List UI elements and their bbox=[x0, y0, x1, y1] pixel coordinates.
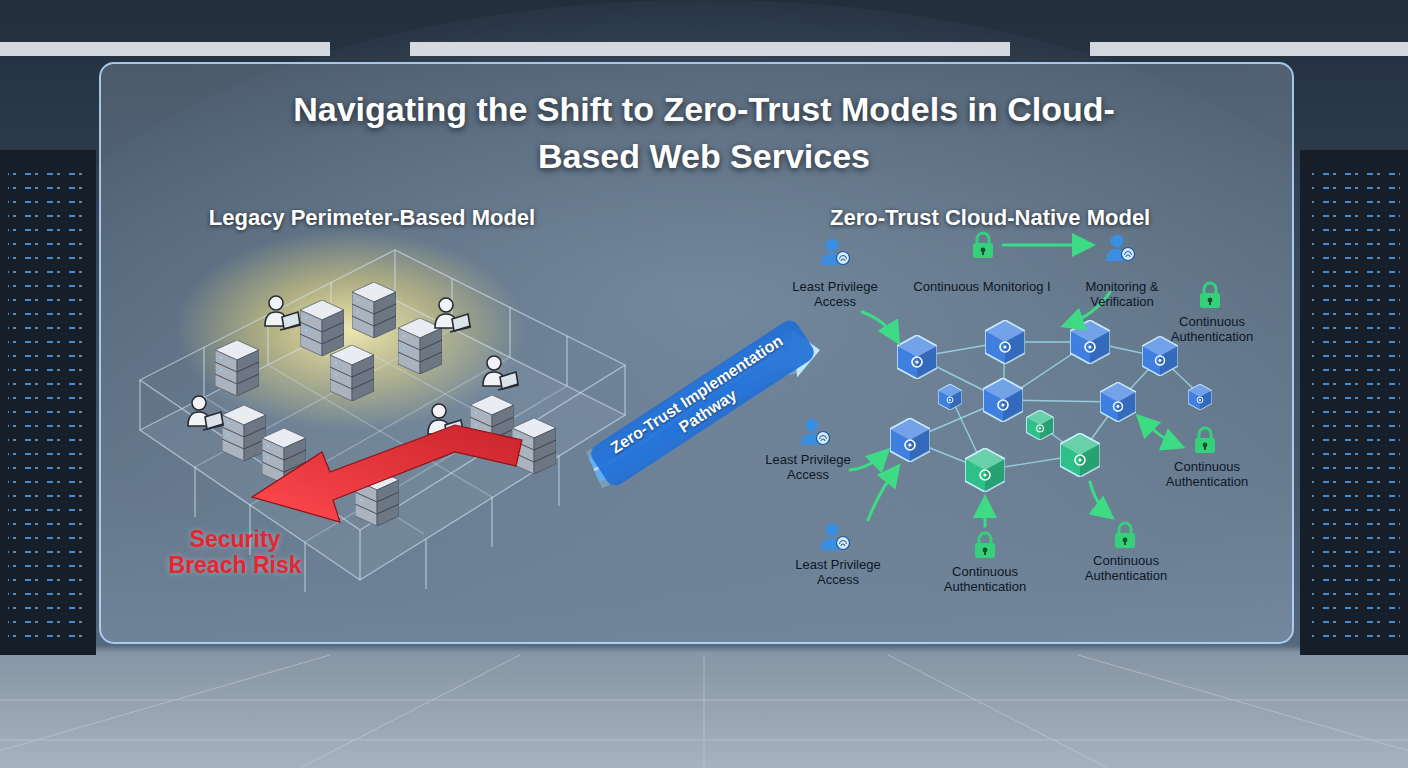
control-label: Least Privilege Access bbox=[753, 452, 863, 482]
control-label: Least Privilege Access bbox=[780, 279, 890, 309]
diagram-title: Navigating the Shift to Zero-Trust Model… bbox=[279, 86, 1129, 180]
control-label: Continuous Monitoriog I bbox=[912, 279, 1052, 294]
network-nodes bbox=[890, 320, 1212, 492]
room-light bbox=[4, 0, 1404, 660]
perimeter-fence bbox=[140, 250, 625, 592]
control-label: Least Privilege Access bbox=[783, 557, 893, 587]
model-heading: Zero-Trust Cloud-Native Model bbox=[830, 204, 1274, 232]
floor-grid bbox=[0, 655, 1408, 768]
users-with-laptops bbox=[188, 296, 519, 438]
control-label: Continuous Authentication bbox=[915, 564, 1055, 594]
breach-arrow bbox=[252, 425, 522, 522]
ceiling-lights bbox=[0, 42, 1408, 56]
control-label: Continuous Authentication bbox=[1056, 553, 1196, 583]
glass-panel bbox=[100, 63, 1293, 643]
model-region: Zero-Trust Cloud-Native Model bbox=[820, 200, 1284, 610]
servers bbox=[215, 282, 556, 526]
control-label: Continuous Authentication bbox=[1142, 314, 1282, 344]
model-heading: Legacy Perimeter-Based Model bbox=[154, 204, 590, 232]
control-label: Monitoring & Verification bbox=[1057, 279, 1187, 309]
control-label: Continuous Authentication bbox=[1137, 459, 1277, 489]
risk-label: Security Breach Risk bbox=[150, 526, 320, 578]
